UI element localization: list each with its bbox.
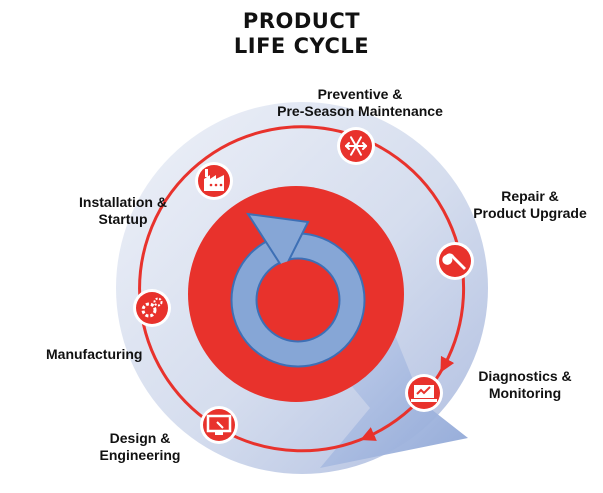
stage-label-diagnostics: Diagnostics & Monitoring [460,368,590,402]
stage-label-installation: Installation & Startup [58,194,188,228]
monitor-icon [200,406,238,444]
stage-label-manufacturing: Manufacturing [46,346,142,363]
factory-icon [195,162,233,200]
diagram-title: PRODUCT LIFE CYCLE [0,9,603,59]
stage-line-2: Product Upgrade [473,205,587,221]
stage-line-2: Engineering [99,447,181,463]
gears-icon [133,289,171,327]
stage-label-design: Design & Engineering [80,430,200,464]
stage-line-2: Startup [98,211,148,227]
stage-label-repair: Repair & Product Upgrade [470,188,590,222]
stage-label-preventive: Preventive & Pre-Season Maintenance [260,86,460,120]
stage-line-1: Design & [109,430,171,446]
snowflake-icon [337,127,375,165]
red-arrow-end [360,365,446,441]
wrench-icon [436,242,474,280]
title-line-1: PRODUCT [242,9,361,33]
title-line-2: LIFE CYCLE [233,34,370,58]
stage-line-1: Preventive & [317,86,403,102]
stage-line-1: Diagnostics & [478,368,572,384]
stage-line-2: Pre-Season Maintenance [277,103,443,119]
stage-line-2: Monitoring [488,385,562,401]
stage-line-1: Repair & [501,188,559,204]
stage-line-1: Installation & [79,194,167,210]
laptop-chart-icon [405,374,443,412]
stage-line-1: Manufacturing [46,346,143,362]
cycle-arrow-head [245,212,310,273]
